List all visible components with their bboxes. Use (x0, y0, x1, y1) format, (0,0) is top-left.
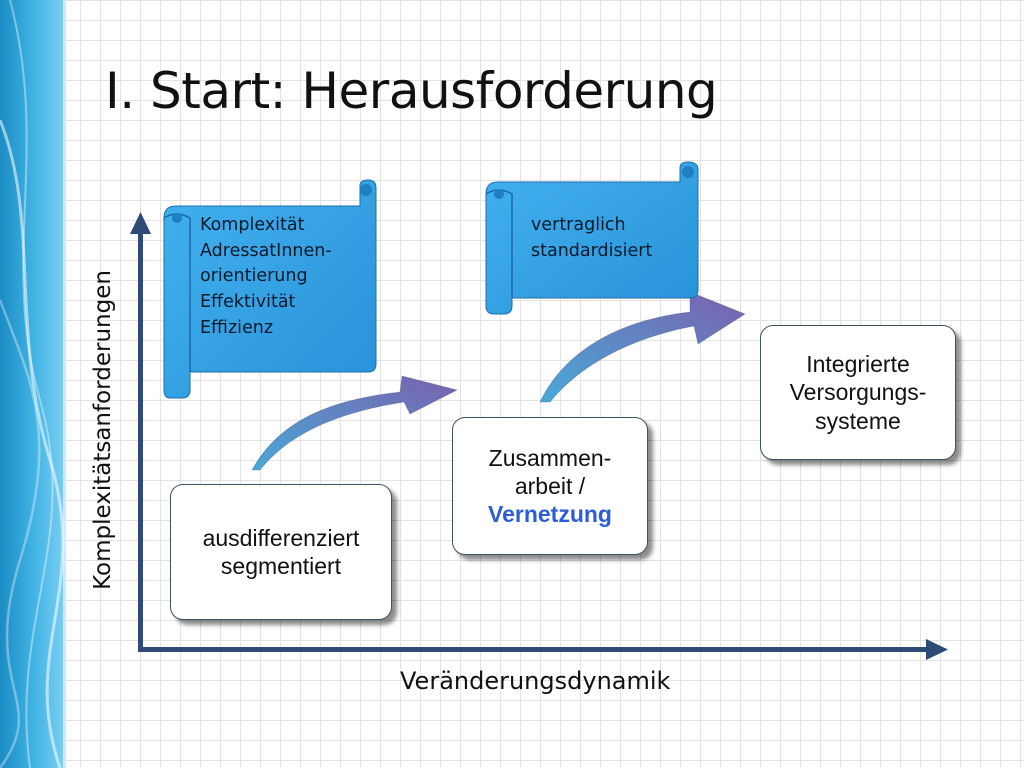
box-line: ausdifferenziert (202, 524, 360, 551)
box-line: arbeit / (514, 472, 586, 499)
box-highlight-line: Vernetzung (488, 501, 612, 528)
x-axis (138, 639, 948, 660)
scroll-1-line: Effektivität (200, 292, 296, 313)
scroll-1-line: AdressatInnen- (200, 240, 332, 261)
stage-box-integrierte-systeme: Integrierte Versorgungs- systeme (760, 325, 956, 460)
scroll-1-text: Komplexität AdressatInnen- orientierung … (200, 213, 332, 342)
scroll-1-line: Komplexität (200, 215, 305, 235)
scroll-1-line: orientierung (200, 266, 308, 287)
scroll-2-text: vertraglich standardisiert (531, 213, 652, 264)
scroll-2-line: vertraglich (531, 215, 626, 235)
box-line: Zusammen- (488, 444, 612, 471)
scroll-2-line: standardisiert (531, 240, 653, 261)
curved-arrow-1 (251, 375, 459, 471)
stage-box-segmentiert: ausdifferenziert segmentiert (170, 484, 392, 620)
scroll-1-line: Effizienz (200, 317, 274, 338)
box-line: Versorgungs- (789, 379, 927, 406)
curved-arrow-2 (539, 291, 747, 403)
box-line: segmentiert (220, 553, 342, 579)
scroll-banner-2 (485, 161, 699, 315)
y-axis-label: Komplexitätsanforderungen (90, 270, 116, 590)
box-line: systeme (815, 407, 901, 434)
stage-box-vernetzung: Zusammen- arbeit / Vernetzung (452, 417, 648, 555)
y-axis (130, 212, 151, 652)
decorative-sidebar (0, 0, 66, 768)
x-axis-label: Veränderungsdynamik (400, 667, 671, 695)
scroll-banner-1 (163, 179, 377, 399)
box-line: Integrierte (806, 351, 910, 378)
page-title: I. Start: Herausforderung (105, 62, 718, 120)
